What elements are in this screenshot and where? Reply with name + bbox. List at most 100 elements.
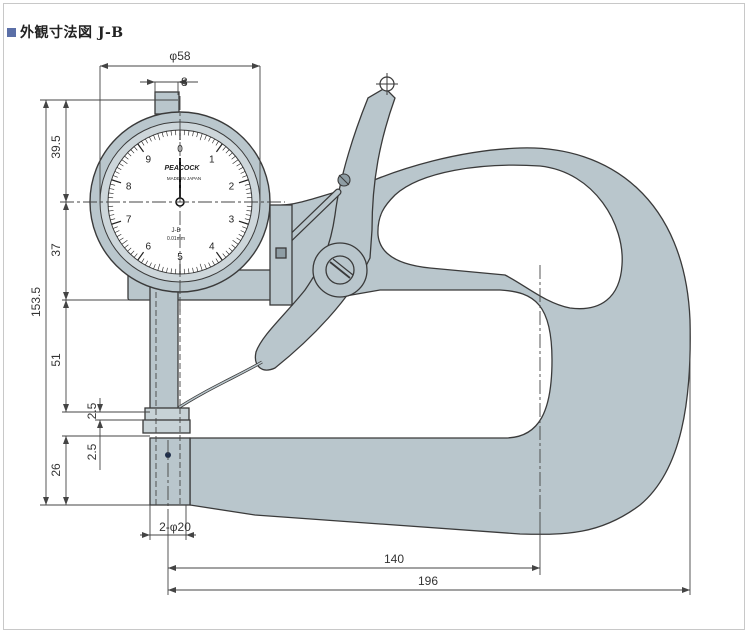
- dial-tick: [215, 251, 223, 261]
- dial-tick: [133, 253, 138, 258]
- lever-arm: [254, 87, 396, 371]
- dial-tick: [245, 188, 251, 190]
- hidden-lines: [155, 292, 181, 505]
- dim-2-5-bottom: 2.5: [85, 443, 99, 460]
- dim-39-5: 39.5: [49, 135, 63, 159]
- dial-tick: [236, 237, 241, 241]
- dial-tick: [166, 131, 168, 137]
- dial-number: 4: [209, 242, 215, 253]
- dial-tick: [232, 159, 239, 165]
- dial-tick: [121, 239, 128, 245]
- center-lines: [60, 96, 541, 520]
- dim-8: 8: [181, 75, 188, 89]
- dial-number: 3: [229, 215, 235, 226]
- dial-top-lug: [154, 91, 180, 115]
- dial-tick: [236, 163, 241, 167]
- dial-tick: [114, 171, 120, 174]
- dial-tick: [108, 210, 114, 212]
- dial-tick: [238, 234, 244, 237]
- bracket-screw: [275, 247, 287, 259]
- dial-tick: [166, 267, 168, 273]
- dial-tick: [225, 149, 230, 154]
- dial-tick: [133, 146, 138, 151]
- dial-tick: [141, 141, 145, 146]
- dial-model-label: J-B: [172, 228, 181, 234]
- dial-tick: [111, 220, 122, 225]
- bullet-square-icon: [7, 27, 16, 37]
- dial-tick: [116, 167, 122, 170]
- screw-slot: [338, 174, 350, 186]
- dial-tick: [145, 260, 148, 266]
- dim-51: 51: [49, 353, 63, 367]
- dial-tick: [215, 141, 219, 146]
- dial-tick: [188, 268, 190, 274]
- dial-tick: [196, 266, 199, 272]
- dial-tick: [208, 262, 211, 268]
- dim-37: 37: [49, 243, 63, 257]
- dial-tick: [116, 234, 122, 237]
- dial-number: 1: [209, 154, 215, 165]
- dial-tick: [212, 260, 215, 266]
- dial-tick: [161, 132, 164, 138]
- dial-tick: [222, 253, 227, 258]
- dial-made-in-label: MADE IN JAPAN: [167, 176, 201, 181]
- image-frame: [3, 3, 745, 630]
- dial-tick: [215, 258, 219, 263]
- dial-tick: [242, 175, 248, 178]
- frame-window-cutout: [377, 164, 623, 310]
- dial-tick: [157, 133, 161, 141]
- lower-anvil-block: [149, 437, 191, 506]
- dial-number: 7: [126, 215, 132, 226]
- dial-tick: [225, 250, 230, 255]
- dial-tick: [204, 264, 207, 270]
- dial-tick: [238, 179, 249, 184]
- dial-tick: [170, 130, 172, 136]
- dial-tick: [192, 131, 194, 137]
- dial-tick: [109, 188, 115, 190]
- dial-tick: [196, 132, 199, 138]
- dial-tick: [215, 143, 223, 153]
- dimension-arrows: [43, 63, 690, 593]
- dial-number: 8: [126, 181, 132, 192]
- dial-tick: [228, 247, 233, 252]
- dial-tick: [238, 220, 249, 225]
- dial-tick: [228, 152, 233, 157]
- dial-tick: [137, 143, 145, 153]
- dial-tick: [141, 258, 145, 263]
- dial-tick: [130, 149, 135, 154]
- dial-tick: [231, 244, 236, 249]
- dim-196: 196: [418, 574, 438, 588]
- dial-tick: [199, 263, 203, 271]
- dim-2-5-top: 2.5: [85, 402, 99, 419]
- dial-tick: [242, 226, 248, 229]
- dial-tick: [124, 155, 129, 160]
- dial-tick: [157, 263, 161, 271]
- dial-tick: [127, 152, 132, 157]
- dim-2-phi20: 2-φ20: [159, 520, 191, 534]
- dial-tick: [111, 179, 122, 184]
- dial-tick: [204, 134, 207, 140]
- dim-26: 26: [49, 463, 63, 477]
- dial-tick: [240, 230, 246, 233]
- dial-resolution-label: 0.01mm: [167, 236, 185, 242]
- dial-tick: [244, 183, 250, 186]
- dial-tick: [244, 218, 250, 221]
- dial-tick: [212, 138, 215, 144]
- dial-tick: [109, 214, 115, 216]
- dial-tick: [232, 239, 239, 245]
- dim-140: 140: [384, 552, 404, 566]
- dial-tick: [238, 167, 244, 170]
- pivot-screw-slot: [329, 261, 351, 279]
- dial-tick: [188, 130, 190, 136]
- dial-tick: [110, 183, 116, 186]
- dial-number: 9: [145, 154, 151, 165]
- dial-ticks: [108, 130, 252, 274]
- dial-tick: [208, 136, 211, 142]
- dial-tick: [114, 230, 120, 233]
- dial-tick: [240, 171, 246, 174]
- dial-tick: [137, 251, 145, 261]
- dial-tick: [130, 250, 135, 255]
- dial-tick: [108, 192, 114, 194]
- dial-tick: [153, 264, 156, 270]
